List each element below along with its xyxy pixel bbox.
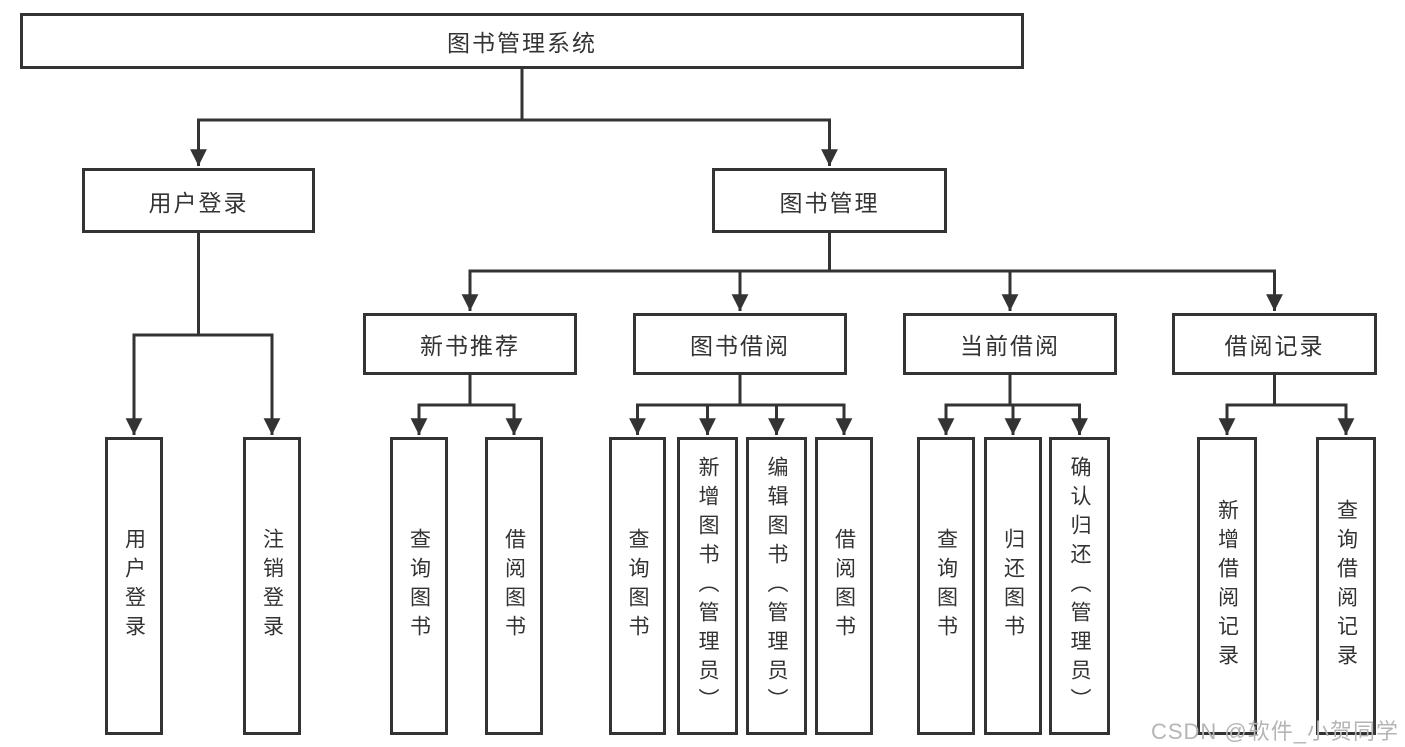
leaf-borrow-add-books-admin: 新增图书（管理员） bbox=[677, 437, 738, 735]
node-label: 归还图书 bbox=[1001, 528, 1025, 644]
node-label: 新增图书（管理员） bbox=[696, 455, 719, 717]
node-book-management: 图书管理 bbox=[712, 168, 947, 233]
node-label: 图书管理 bbox=[779, 189, 880, 216]
node-label: 查询图书 bbox=[626, 528, 649, 644]
node-root: 图书管理系统 bbox=[20, 13, 1024, 69]
node-label: 用户登录 bbox=[148, 189, 249, 216]
leaf-newrec-borrow-books: 借阅图书 bbox=[485, 437, 543, 735]
node-borrow-records: 借阅记录 bbox=[1172, 313, 1377, 375]
leaf-borrow-borrow-books: 借阅图书 bbox=[815, 437, 873, 735]
leaf-records-add-record: 新增借阅记录 bbox=[1197, 437, 1257, 735]
watermark: CSDN @软件_小贺同学 bbox=[1150, 719, 1399, 744]
leaf-current-confirm-return-admin: 确认归还（管理员） bbox=[1049, 437, 1110, 735]
node-current-borrow: 当前借阅 bbox=[903, 313, 1117, 375]
leaf-borrow-query-books: 查询图书 bbox=[609, 437, 666, 735]
node-label: 查询图书 bbox=[934, 528, 958, 644]
leaf-user-login: 用户登录 bbox=[105, 437, 163, 735]
node-label: 借阅记录 bbox=[1224, 333, 1325, 359]
leaf-borrow-edit-books-admin: 编辑图书（管理员） bbox=[746, 437, 807, 735]
node-label: 借阅图书 bbox=[832, 528, 856, 644]
node-new-book-recommend: 新书推荐 bbox=[363, 313, 577, 375]
node-label: 查询借阅记录 bbox=[1334, 499, 1358, 673]
leaf-current-query-books: 查询图书 bbox=[917, 437, 975, 735]
node-label: 确认归还（管理员） bbox=[1068, 455, 1091, 717]
node-label: 查询图书 bbox=[407, 528, 431, 644]
leaf-newrec-query-books: 查询图书 bbox=[390, 437, 448, 735]
node-label: 借阅图书 bbox=[502, 528, 526, 644]
node-label: 编辑图书（管理员） bbox=[765, 455, 788, 717]
node-label: 注销登录 bbox=[260, 528, 284, 644]
node-book-borrow: 图书借阅 bbox=[633, 313, 847, 375]
node-label: 图书借阅 bbox=[690, 333, 790, 359]
node-label: 用户登录 bbox=[122, 528, 146, 644]
node-label: 当前借阅 bbox=[960, 333, 1060, 359]
node-label: 图书管理系统 bbox=[447, 30, 597, 56]
leaf-logout: 注销登录 bbox=[243, 437, 301, 735]
leaf-records-query-record: 查询借阅记录 bbox=[1316, 437, 1376, 735]
node-user-login: 用户登录 bbox=[82, 168, 315, 233]
leaf-current-return-books: 归还图书 bbox=[984, 437, 1042, 735]
node-label: 新增借阅记录 bbox=[1215, 499, 1239, 673]
node-label: 新书推荐 bbox=[420, 333, 520, 359]
